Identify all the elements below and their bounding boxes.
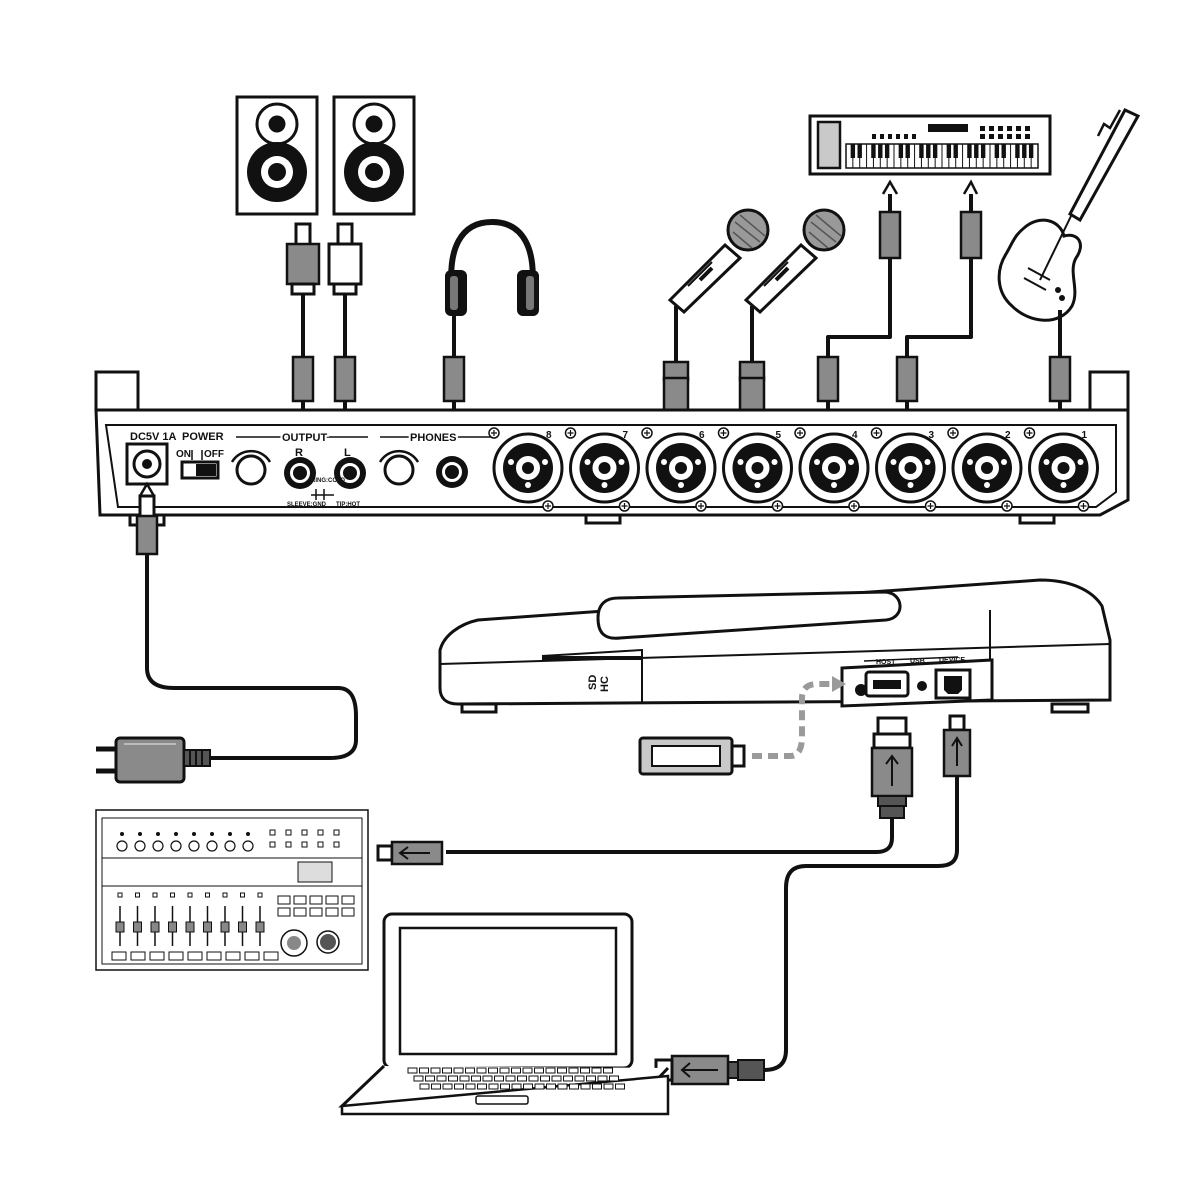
rca-plug-left — [327, 222, 363, 296]
power-on-label: ON — [176, 449, 191, 460]
input-number-label: 5 — [776, 430, 782, 441]
ac-adapter-icon — [96, 736, 211, 784]
usb-a-plug-host — [870, 716, 914, 819]
keyboard-jack-plug-1 — [878, 210, 902, 260]
usb-b-plug-device — [942, 714, 972, 778]
rca-plug-right — [285, 222, 321, 296]
sd-logo-bottom: HC — [599, 676, 611, 692]
host-label: HOST — [876, 659, 896, 666]
usb-plug-control-surface — [376, 840, 444, 866]
phones-label: PHONES — [410, 432, 456, 444]
output-r-label: R — [295, 447, 303, 459]
flash-drive-link — [752, 681, 840, 759]
combo-input-2[interactable]: 2 — [947, 427, 1023, 512]
speaker-right-icon — [235, 95, 319, 216]
combo-input-3[interactable]: 3 — [870, 427, 946, 512]
output-r-jack[interactable] — [284, 457, 316, 489]
power-label: POWER — [182, 431, 224, 443]
output-label: OUTPUT — [282, 432, 328, 444]
input-number-label: 7 — [623, 430, 629, 441]
combo-input-8[interactable]: 8 — [488, 427, 564, 512]
usb-flash-drive-icon — [638, 736, 746, 776]
trs-tip-label: TIP:HOT — [336, 502, 360, 508]
dc-plug-body — [135, 514, 159, 556]
guitar-icon — [997, 108, 1141, 322]
keyboard-jack-plug-2 — [959, 210, 983, 260]
input-number-label: 6 — [699, 430, 705, 441]
usb-plug-laptop — [654, 1054, 765, 1086]
output-level-knob[interactable] — [230, 449, 272, 486]
laptop-icon — [338, 912, 670, 1116]
usb-host-port[interactable] — [864, 670, 910, 698]
output-r-plug — [291, 355, 315, 403]
trs-ring-label: RING:COLD — [311, 478, 346, 484]
control-surface-icon — [95, 809, 369, 971]
input-4-plug — [816, 355, 840, 403]
dc-plug — [138, 494, 156, 520]
input-3-plug — [895, 355, 919, 403]
phones-jack[interactable] — [436, 456, 468, 488]
input-number-label: 4 — [852, 430, 858, 441]
speaker-left-icon — [332, 95, 416, 216]
phones-level-knob[interactable] — [378, 449, 420, 486]
combo-input-6[interactable]: 6 — [641, 427, 717, 512]
recorder-side-view — [438, 578, 1112, 714]
power-switch[interactable] — [180, 460, 220, 480]
power-off-label: OFF — [204, 449, 224, 460]
microphone-2-icon — [743, 208, 846, 315]
input-number-label: 8 — [546, 430, 552, 441]
usb-device-port[interactable] — [934, 668, 972, 700]
trs-sleeve-label: SLEEVE:GND — [287, 502, 327, 508]
headphones-icon — [445, 218, 539, 316]
usb-label: USB — [910, 658, 925, 665]
sd-card-slot[interactable] — [542, 656, 642, 660]
dc-label: DC5V 1A — [130, 431, 177, 443]
keyboard-icon — [808, 114, 1052, 176]
microphone-1-icon — [667, 208, 770, 315]
combo-input-7[interactable]: 7 — [564, 427, 640, 512]
input-number-label: 3 — [929, 430, 935, 441]
guitar-plug — [1048, 355, 1072, 403]
phones-plug — [442, 355, 466, 403]
output-l-jack[interactable] — [334, 457, 366, 489]
output-l-label: L — [344, 447, 351, 459]
input-number-label: 2 — [1005, 430, 1011, 441]
combo-input-5[interactable]: 5 — [717, 427, 793, 512]
device-label: DEVICE — [939, 657, 965, 664]
input-number-label: 1 — [1082, 430, 1088, 441]
output-l-plug — [333, 355, 357, 403]
combo-input-4[interactable]: 4 — [794, 427, 870, 512]
combo-input-1[interactable]: 1 — [1023, 427, 1099, 512]
sd-logo-top: SD — [587, 675, 599, 690]
